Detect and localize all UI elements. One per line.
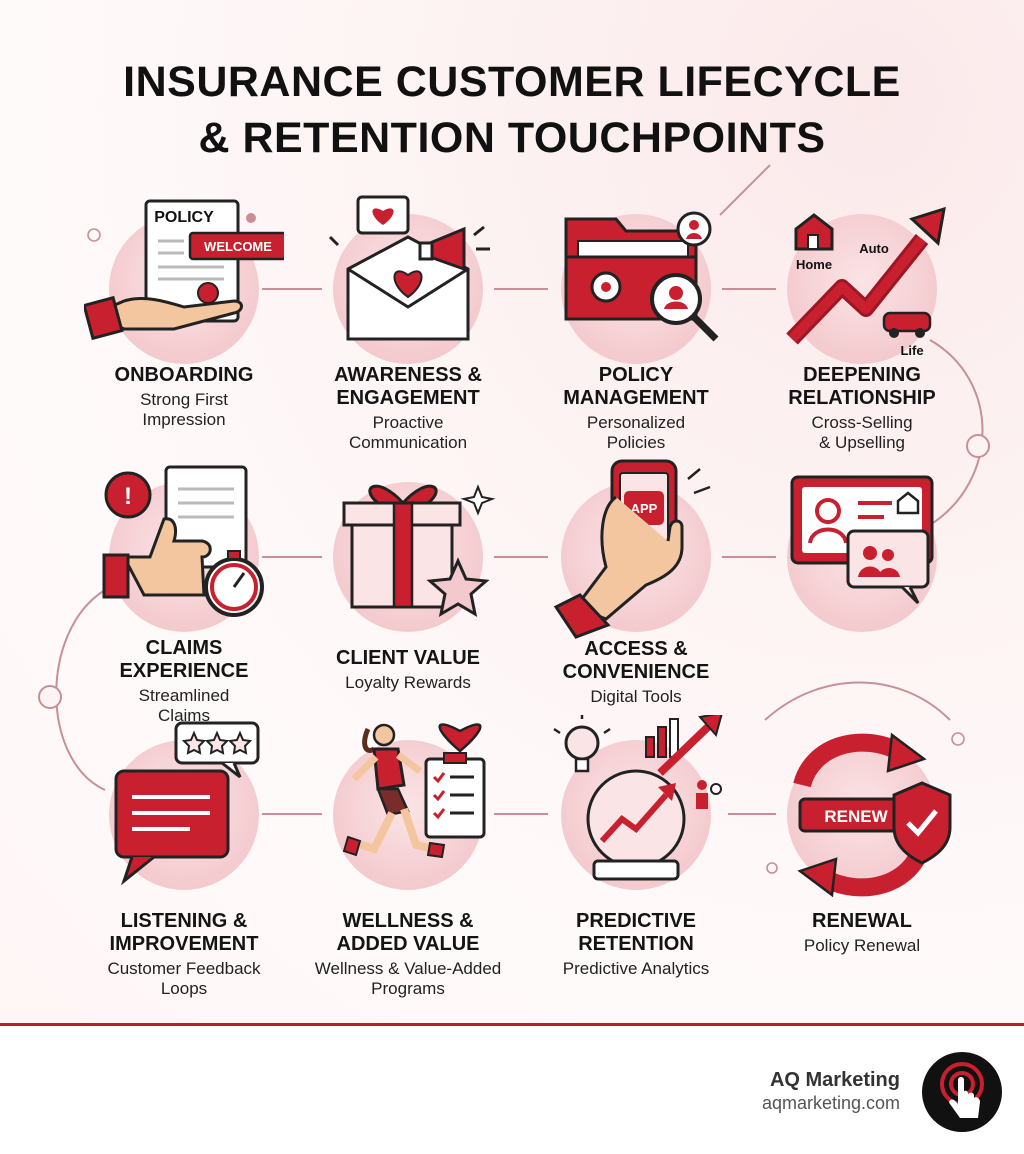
id-card-chat-icon bbox=[790, 475, 934, 605]
stage-name: POLICY MANAGEMENT bbox=[563, 364, 709, 409]
stage-renewal: RENEW RENEWAL Policy Renewal bbox=[762, 732, 962, 956]
stage-wellness-added-value: WELLNESS & ADDED VALUE Wellness & Value-… bbox=[308, 723, 508, 999]
stage-name: ONBOARDING bbox=[114, 364, 254, 386]
brand-logo bbox=[922, 1052, 1002, 1132]
stage-description: Streamlined Claims bbox=[138, 686, 230, 725]
envelope-megaphone-icon bbox=[328, 195, 490, 341]
title-line-1: INSURANCE CUSTOMER LIFECYCLE bbox=[123, 58, 901, 106]
stage-policy-management: POLICY MANAGEMENT Personalized Policies bbox=[536, 211, 736, 453]
stage-name: PREDICTIVE RETENTION bbox=[575, 910, 697, 955]
stage-name: RENEWAL bbox=[812, 910, 912, 932]
stage-awareness-engagement: AWARENESS & ENGAGEMENT Proactive Communi… bbox=[308, 195, 508, 453]
stage-description: Digital Tools bbox=[590, 687, 682, 706]
stage-description: Customer Feedback Loops bbox=[107, 959, 261, 998]
stage-description: Strong First Impression bbox=[140, 390, 228, 429]
feedback-chat-icon bbox=[114, 721, 260, 886]
stage-predictive-retention: PREDICTIVE RETENTION Predictive Analytic… bbox=[536, 715, 736, 979]
stage-onboarding: POLICY WELCOME ONBOARDING Strong First I… bbox=[84, 199, 284, 430]
svg-text:WELCOME: WELCOME bbox=[204, 239, 272, 254]
svg-text:RENEW: RENEW bbox=[824, 807, 888, 826]
folder-gear-icon bbox=[564, 211, 719, 342]
stage-listening-improvement: LISTENING & IMPROVEMENT Customer Feedbac… bbox=[84, 721, 284, 999]
growth-arrow-icon: Home Auto Life bbox=[786, 206, 946, 358]
page-title: INSURANCE CUSTOMER LIFECYCLE & RETENTION… bbox=[0, 54, 1024, 166]
connector-lines bbox=[38, 164, 990, 874]
brand-url: aqmarketing.com bbox=[761, 1093, 900, 1113]
stage-description: Loyalty Rewards bbox=[345, 673, 471, 692]
tap-hand-icon bbox=[940, 1062, 984, 1118]
stage-description: Personalized Policies bbox=[586, 413, 686, 452]
svg-text:Auto: Auto bbox=[859, 241, 889, 256]
stage-description: Policy Renewal bbox=[803, 936, 921, 955]
policy-welcome-icon: POLICY WELCOME bbox=[84, 199, 284, 341]
footer-divider bbox=[0, 1023, 1024, 1026]
stage-name: LISTENING & IMPROVEMENT bbox=[109, 910, 259, 955]
svg-text:APP: APP bbox=[631, 501, 658, 516]
stage-id-card bbox=[762, 475, 962, 635]
stage-name: ACCESS & CONVENIENCE bbox=[562, 638, 710, 683]
svg-text:Home: Home bbox=[796, 257, 832, 272]
gift-star-icon bbox=[342, 484, 496, 617]
stage-description: Wellness & Value-Added Programs bbox=[314, 959, 502, 998]
stage-deepening-relationship: Home Auto Life DEEPENING RELATIONSHIP Cr… bbox=[762, 206, 962, 453]
stage-access-convenience: APP ACCESS & CONVENIENCE Digital Tools bbox=[536, 459, 736, 707]
stage-description: Proactive Communication bbox=[348, 413, 468, 452]
brand-name: AQ Marketing bbox=[769, 1069, 900, 1091]
stage-name: CLAIMS EXPERIENCE bbox=[119, 637, 249, 682]
stage-name: DEEPENING RELATIONSHIP bbox=[788, 364, 936, 409]
stage-description: Cross-Selling & Upselling bbox=[811, 413, 913, 452]
crystal-ball-chart-icon bbox=[553, 715, 723, 881]
phone-app-icon: APP bbox=[553, 459, 711, 639]
title-line-2: & RETENTION TOUCHPOINTS bbox=[198, 114, 826, 162]
runner-checklist-icon bbox=[342, 723, 486, 859]
stage-client-value: CLIENT VALUE Loyalty Rewards bbox=[308, 482, 508, 693]
svg-text:!: ! bbox=[124, 483, 132, 510]
stage-description: Predictive Analytics bbox=[562, 959, 710, 978]
stage-name: AWARENESS & ENGAGEMENT bbox=[334, 364, 482, 409]
stage-name: WELLNESS & ADDED VALUE bbox=[336, 910, 480, 955]
renew-shield-icon: RENEW bbox=[793, 732, 952, 898]
thumbs-up-stopwatch-icon: ! bbox=[102, 465, 264, 617]
svg-text:Life: Life bbox=[900, 343, 923, 358]
svg-text:POLICY: POLICY bbox=[154, 209, 214, 226]
brand-block: AQ Marketing aqmarketing.com bbox=[762, 1068, 900, 1114]
stage-claims-experience: ! CLAIMS EXPERIENCE Streamlined Claims bbox=[84, 465, 284, 726]
stage-name: CLIENT VALUE bbox=[335, 647, 481, 669]
